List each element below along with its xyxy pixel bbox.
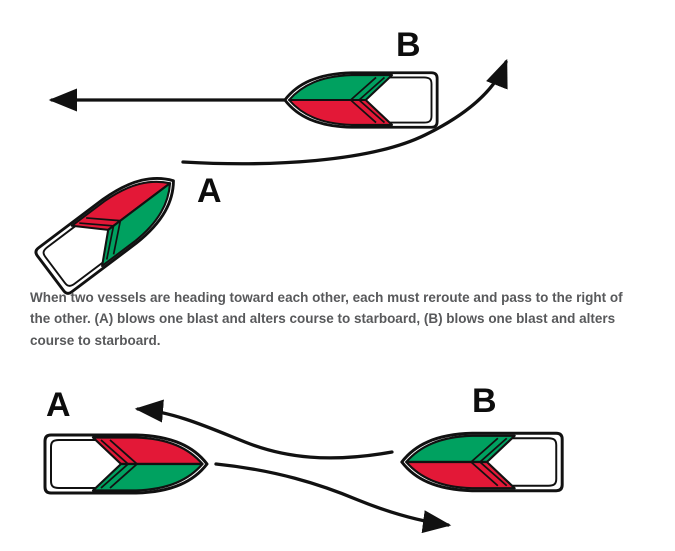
- vessel-b-top-boat-icon: [283, 71, 439, 129]
- vessel-b-pass-arrow: [134, 399, 394, 460]
- vessel-a-bottom-label: A: [46, 386, 72, 424]
- vessel-a-pass-arrow: [214, 462, 452, 534]
- caption-line-2: the other. (A) blows one blast and alter…: [30, 311, 616, 327]
- vessel-b-bottom-label: B: [472, 382, 498, 420]
- vessel-a-bottom-boat-icon: [43, 433, 209, 495]
- vessel-a-top-label: A: [197, 172, 223, 210]
- vessel-a-top-boat-icon: [32, 157, 192, 297]
- vessel-b-bottom-boat-icon: [400, 431, 564, 493]
- vessel-b-top-label: B: [396, 26, 422, 64]
- diagram-caption: When two vessels are heading toward each…: [30, 287, 662, 351]
- caption-line-3: course to starboard.: [30, 332, 161, 348]
- caption-line-1: When two vessels are heading toward each…: [30, 290, 623, 305]
- starboard-turn-arrow: [181, 58, 508, 166]
